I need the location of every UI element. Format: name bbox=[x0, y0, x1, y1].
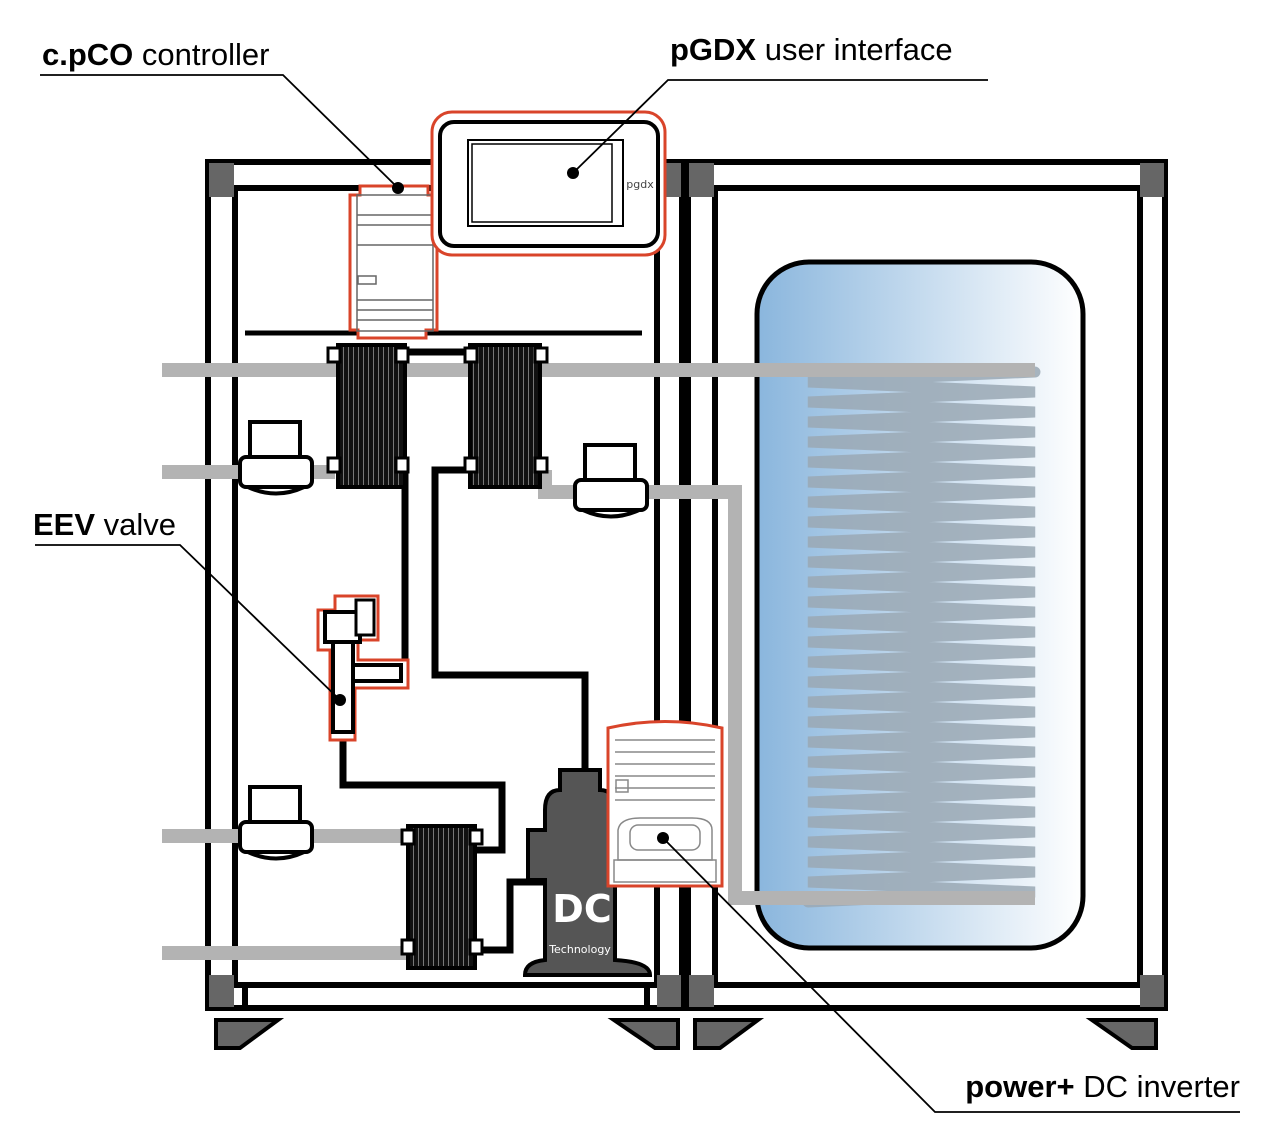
cabinet-feet bbox=[214, 1018, 1158, 1050]
heat-exchangers bbox=[326, 343, 549, 970]
callout-lines bbox=[35, 74, 1240, 1113]
circulation-pump-2 bbox=[573, 443, 649, 519]
cpco-controller bbox=[348, 184, 439, 340]
label-eev-valve: EEV valve bbox=[33, 507, 176, 542]
label-pgdx-user-interface: pGDX user interface bbox=[670, 32, 953, 67]
power-plus-inverter bbox=[606, 720, 724, 888]
pgdx-brand: pgdx bbox=[626, 178, 654, 191]
dc-compressor: DC Technology bbox=[522, 768, 653, 977]
callout-dots bbox=[334, 167, 669, 844]
compressor-logo: DC bbox=[552, 887, 611, 931]
label-power-plus-inverter: power+ DC inverter bbox=[965, 1069, 1240, 1104]
tank-coil bbox=[802, 366, 1041, 908]
label-cpco-controller: c.pCO controller bbox=[42, 37, 269, 72]
right-cabinet-frame bbox=[685, 159, 1168, 1011]
compressor-subtitle: Technology bbox=[548, 943, 611, 956]
circulation-pump-3 bbox=[238, 785, 314, 861]
pgdx-display: pgdx bbox=[430, 110, 667, 257]
eev-valve bbox=[316, 594, 410, 742]
circulation-pump-1 bbox=[238, 420, 314, 496]
